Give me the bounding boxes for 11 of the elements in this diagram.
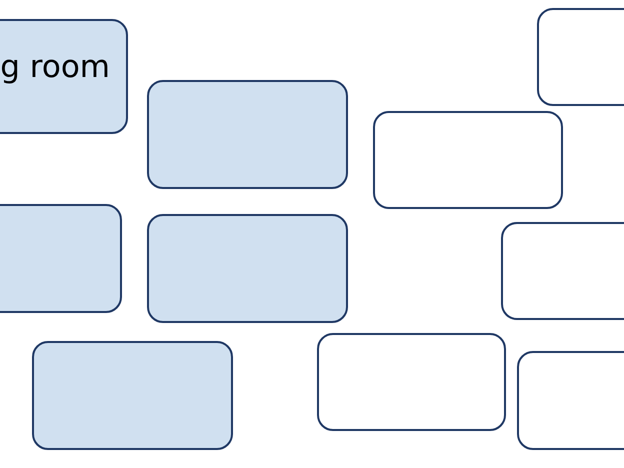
empty-box bbox=[517, 351, 624, 450]
empty-box bbox=[147, 214, 348, 323]
empty-box bbox=[537, 8, 624, 106]
box-title: g room bbox=[0, 48, 110, 87]
empty-box bbox=[32, 341, 233, 450]
empty-box bbox=[373, 111, 563, 209]
empty-box bbox=[147, 80, 348, 189]
empty-box bbox=[317, 333, 506, 431]
empty-box bbox=[501, 222, 624, 320]
room-box bbox=[0, 19, 128, 134]
empty-box bbox=[0, 204, 122, 313]
